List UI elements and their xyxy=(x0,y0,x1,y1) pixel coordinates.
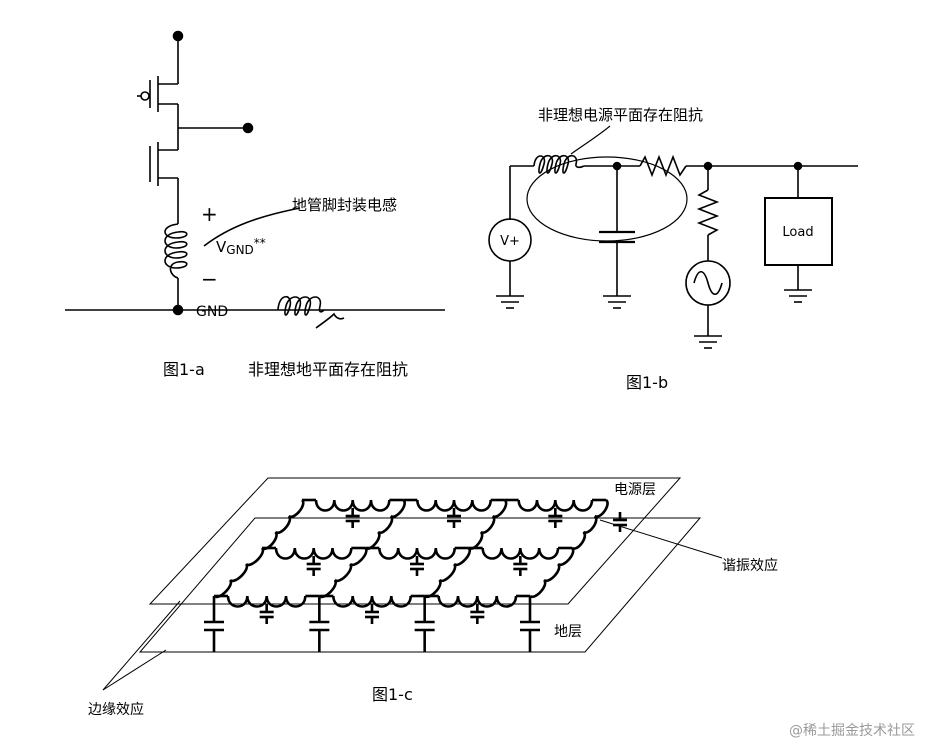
label-power-layer: 电源层 xyxy=(614,482,656,498)
mesh-inductor-h xyxy=(274,547,353,560)
ground-symbol-cap xyxy=(603,295,631,309)
plus-sign: + xyxy=(201,202,218,226)
edge-pointer-2 xyxy=(102,649,167,691)
mesh-inductor-h xyxy=(314,499,391,512)
label-resonance: 谐振效应 xyxy=(722,557,778,574)
label-ground-layer: 地层 xyxy=(554,624,582,640)
caption-1b: 图1-b xyxy=(626,373,668,392)
ground-symbol-ac xyxy=(694,335,722,349)
mesh-inductor-d xyxy=(571,498,609,550)
series-resistor xyxy=(639,154,687,178)
figure-1b-text: 非理想电源平面存在阻抗 V+ Load 图1-b xyxy=(500,106,813,392)
label-edge-effect: 边缘效应 xyxy=(88,701,144,718)
power-plane-outline xyxy=(148,477,682,605)
vgnd-label: VGND** xyxy=(216,236,266,257)
label-nonideal-power: 非理想电源平面存在阻抗 xyxy=(538,106,703,124)
caption-1a: 图1-a xyxy=(163,360,205,379)
figure-1c-plane-resonance xyxy=(102,477,723,691)
pointer-to-power-impedance xyxy=(570,125,611,155)
pointer-to-inductance xyxy=(203,207,301,247)
mesh-inductor-d xyxy=(364,498,406,550)
pmos-transistor xyxy=(137,76,178,112)
nmos-transistor xyxy=(149,142,178,186)
package-inductor-coil xyxy=(164,223,188,279)
power-plane-inductor-coil xyxy=(533,154,585,174)
mesh-inductor-d xyxy=(467,498,508,550)
ground-node-dot xyxy=(172,304,184,316)
mesh-inductor-d xyxy=(213,547,265,599)
lc-mesh-network xyxy=(204,498,627,652)
load-label: Load xyxy=(782,225,813,240)
shunt-resistor xyxy=(696,189,720,236)
pointer-to-ground-impedance xyxy=(315,312,345,329)
figure-1b-power-plane xyxy=(488,125,858,349)
ground-plane-outline xyxy=(138,517,702,653)
output-node-dot xyxy=(242,122,254,134)
mesh-inductor-h xyxy=(378,547,456,560)
minus-sign: − xyxy=(201,267,218,291)
figure-1a-ground-bounce xyxy=(65,30,445,329)
mesh-inductor-h xyxy=(437,595,518,608)
mesh-inductor-d xyxy=(529,547,575,599)
figure-1c-text: 电源层 地层 谐振效应 边缘效应 图1-c xyxy=(88,482,778,718)
ground-symbol-load xyxy=(784,289,812,303)
mesh-inductor-d xyxy=(261,499,305,551)
figure-1a-text: 地管脚封装电感 + VGND** − GND 图1-a 非理想地平面存在阻抗 xyxy=(163,196,408,379)
label-package-inductance: 地管脚封装电感 xyxy=(292,196,397,214)
watermark: @稀土掘金技术社区 xyxy=(789,723,915,739)
mesh-inductor-h xyxy=(481,547,560,560)
source-label: V+ xyxy=(500,234,520,249)
gnd-label: GND xyxy=(196,304,228,320)
impedance-ellipse xyxy=(526,156,688,242)
mesh-inductor-d xyxy=(318,547,368,599)
mesh-inductor-h xyxy=(517,499,594,512)
ground-plane-inductor-coil xyxy=(277,295,325,316)
sine-wave-icon xyxy=(693,270,723,296)
mesh-inductor-h xyxy=(226,595,307,608)
label-nonideal-ground: 非理想地平面存在阻抗 xyxy=(248,360,408,379)
caption-1c: 图1-c xyxy=(372,685,413,704)
edge-pointer-1 xyxy=(102,600,181,691)
mesh-inductor-d xyxy=(423,547,472,599)
mesh-inductor-h xyxy=(332,595,412,608)
mesh-inductor-h xyxy=(416,499,492,512)
ground-symbol-source xyxy=(496,295,524,309)
